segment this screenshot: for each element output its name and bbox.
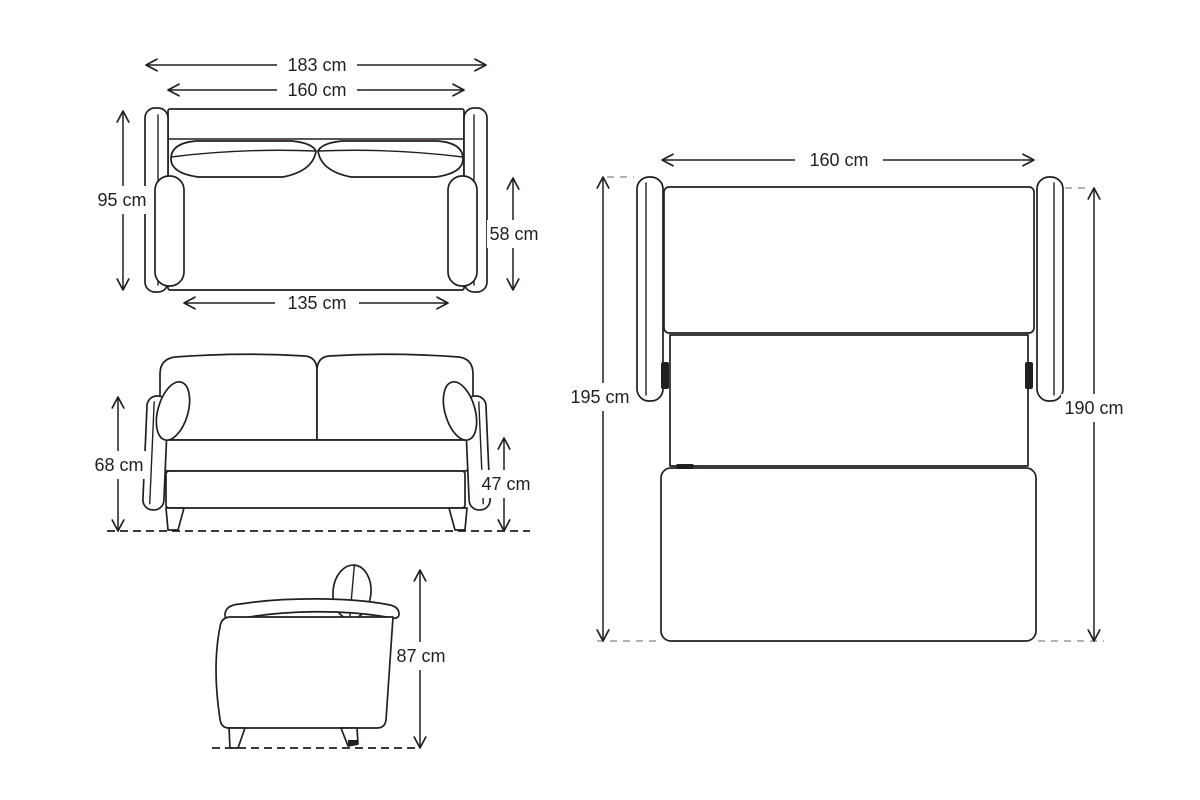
mattress-middle-section	[669, 334, 1029, 467]
front-leg-right	[448, 507, 468, 531]
dim-label-total-height: 87 cm	[396, 646, 445, 666]
dim-total-length: 195 cm	[568, 176, 632, 642]
arm-pillow-right	[447, 175, 478, 287]
sofa-front-view: 68 cm 47 cm	[91, 353, 534, 532]
seat-cushion-right-seam	[317, 149, 464, 158]
sofa-side-view: 87 cm	[212, 564, 450, 749]
dim-mattress-length: 190 cm	[1061, 187, 1127, 642]
hinge-left	[661, 362, 669, 389]
dim-mattress-width: 160 cm	[661, 147, 1035, 173]
dim-label-seat-width: 135 cm	[287, 293, 346, 313]
seat-cushion-left	[170, 140, 317, 178]
side-leg-front	[228, 727, 246, 749]
front-leg-left	[165, 507, 185, 531]
back-cushion-right	[316, 353, 474, 441]
seat-cushion-band	[163, 439, 469, 472]
dim-seat-height: 47 cm	[478, 437, 534, 532]
side-leg-back-foot	[348, 740, 358, 746]
arm-pillow-right	[442, 381, 478, 441]
dim-label-seat-depth: 58 cm	[489, 224, 538, 244]
dim-back-width: 160 cm	[167, 78, 465, 102]
dim-total-height: 87 cm	[394, 569, 450, 749]
dim-label-mattress-length: 190 cm	[1064, 398, 1123, 418]
base-frame	[165, 470, 466, 509]
dim-label-seat-height: 47 cm	[481, 474, 530, 494]
back-cushion-left	[159, 353, 318, 441]
dim-depth: 95 cm	[95, 110, 151, 291]
dim-label-total-width: 183 cm	[287, 55, 346, 75]
armrest-right	[1036, 176, 1064, 402]
hinge-right	[1025, 362, 1033, 389]
sofa-side-outline	[215, 564, 400, 749]
mattress-foot-section	[660, 467, 1037, 642]
seat-cushion-right	[317, 140, 464, 178]
seat-cushion-left-seam	[170, 149, 317, 158]
dim-seat-width: 135 cm	[183, 291, 449, 315]
dim-label-mattress-width: 160 cm	[809, 150, 868, 170]
dim-total-width: 183 cm	[145, 52, 487, 78]
sofa-front-outline	[142, 353, 491, 531]
dim-label-total-length: 195 cm	[570, 387, 629, 407]
sofa-footprint	[167, 108, 465, 291]
armrest-left	[636, 176, 664, 402]
latch-mark	[676, 464, 694, 469]
arm-pillow-left	[154, 175, 185, 287]
mattress-head-section	[663, 186, 1035, 334]
dim-seat-depth: 58 cm	[487, 177, 541, 291]
sofa-top-outline	[144, 107, 488, 293]
dim-label-depth: 95 cm	[97, 190, 146, 210]
dim-label-back-width: 160 cm	[287, 80, 346, 100]
armrest-left-seam	[149, 401, 155, 505]
sofa-top-view: 183 cm 160 cm 95 cm 58 cm 135 cm	[95, 52, 541, 315]
sofa-bed-top-view: 160 cm 195 cm 190 cm	[568, 147, 1127, 642]
bed-outline	[636, 176, 1064, 642]
side-body	[215, 616, 394, 729]
dim-arm-height: 68 cm	[91, 396, 147, 532]
dim-label-arm-height: 68 cm	[94, 455, 143, 475]
arm-pillow-left	[155, 381, 191, 441]
